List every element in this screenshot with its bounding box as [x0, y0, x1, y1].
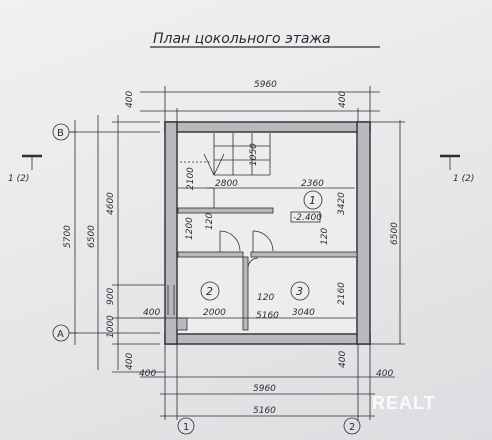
r1-label: 1	[309, 194, 316, 207]
dim-room2-2000: 2000	[203, 308, 226, 318]
one-label: 1	[183, 422, 189, 433]
doors	[219, 230, 274, 269]
level-label: -2.400	[293, 213, 322, 223]
bottom-dimensions	[140, 344, 395, 420]
dim-room-2360: 2360	[301, 179, 324, 189]
dim-left-900: 900	[106, 288, 116, 305]
r2-label: 2	[206, 285, 213, 298]
room-marker-2: 2	[200, 281, 220, 301]
dim-left-400-top: 400	[125, 91, 135, 108]
left-dimensions	[70, 115, 165, 373]
section-left-label: 1 (2)	[8, 174, 29, 184]
axis-marker-2: 2	[343, 417, 361, 435]
dim-left-6500: 6500	[87, 225, 97, 248]
dim-stair-2100: 2100	[186, 167, 196, 190]
level-mark: -2.400	[290, 211, 322, 223]
dim-stair-2800: 2800	[215, 179, 238, 189]
dim-left-5700: 5700	[63, 225, 73, 248]
a-label: A	[57, 329, 64, 340]
r3-label: 3	[296, 285, 303, 298]
room-marker-1: 1	[303, 190, 323, 210]
section-mark-left: 1 (2)	[8, 154, 42, 184]
dim-corr-120-b: 120	[320, 228, 330, 245]
dim-left-400-bottom: 400	[125, 353, 135, 370]
dim-corr-120-a: 120	[205, 213, 215, 230]
dim-right-400-top: 400	[338, 91, 348, 108]
realt-watermark: REALT	[372, 393, 436, 413]
dim-top-total: 5960	[254, 80, 277, 90]
dim-inner-5160: 5160	[256, 311, 279, 321]
axis-marker-b: B	[52, 123, 77, 141]
dim-bottom-400-left: 400	[139, 369, 156, 379]
dim-bottom-5960: 5960	[253, 384, 276, 394]
axis-marker-1: 1	[177, 417, 195, 435]
dim-right-400-bottom: 400	[338, 351, 348, 368]
two-label: 2	[349, 422, 355, 433]
dim-room-2160: 2160	[337, 282, 347, 305]
right-dimensions	[370, 120, 405, 345]
axis-marker-a: A	[52, 324, 77, 342]
dim-right-6500: 6500	[390, 222, 400, 245]
dim-room3-3040: 3040	[292, 308, 315, 318]
top-dimensions: 5960	[140, 80, 380, 122]
room-marker-3: 3	[290, 281, 310, 301]
left-window	[167, 285, 175, 315]
interior-walls	[176, 207, 358, 331]
dim-stair-1050: 1050	[249, 143, 259, 166]
dim-wall-120-c: 120	[257, 293, 274, 303]
dim-left-4600: 4600	[106, 192, 116, 215]
section-right-label: 1 (2)	[453, 174, 474, 184]
section-mark-right: 1 (2)	[440, 154, 474, 184]
dim-bottom-400-right: 400	[376, 369, 393, 379]
dim-left-1000: 1000	[106, 315, 116, 338]
dim-left-400-mid: 400	[143, 308, 160, 318]
dim-bottom-5160: 5160	[253, 406, 276, 416]
b-label: B	[57, 128, 64, 139]
plan-title: План цокольного этажа	[153, 31, 331, 47]
dim-corr-1200: 1200	[185, 217, 195, 240]
dim-room-3420: 3420	[337, 192, 347, 215]
